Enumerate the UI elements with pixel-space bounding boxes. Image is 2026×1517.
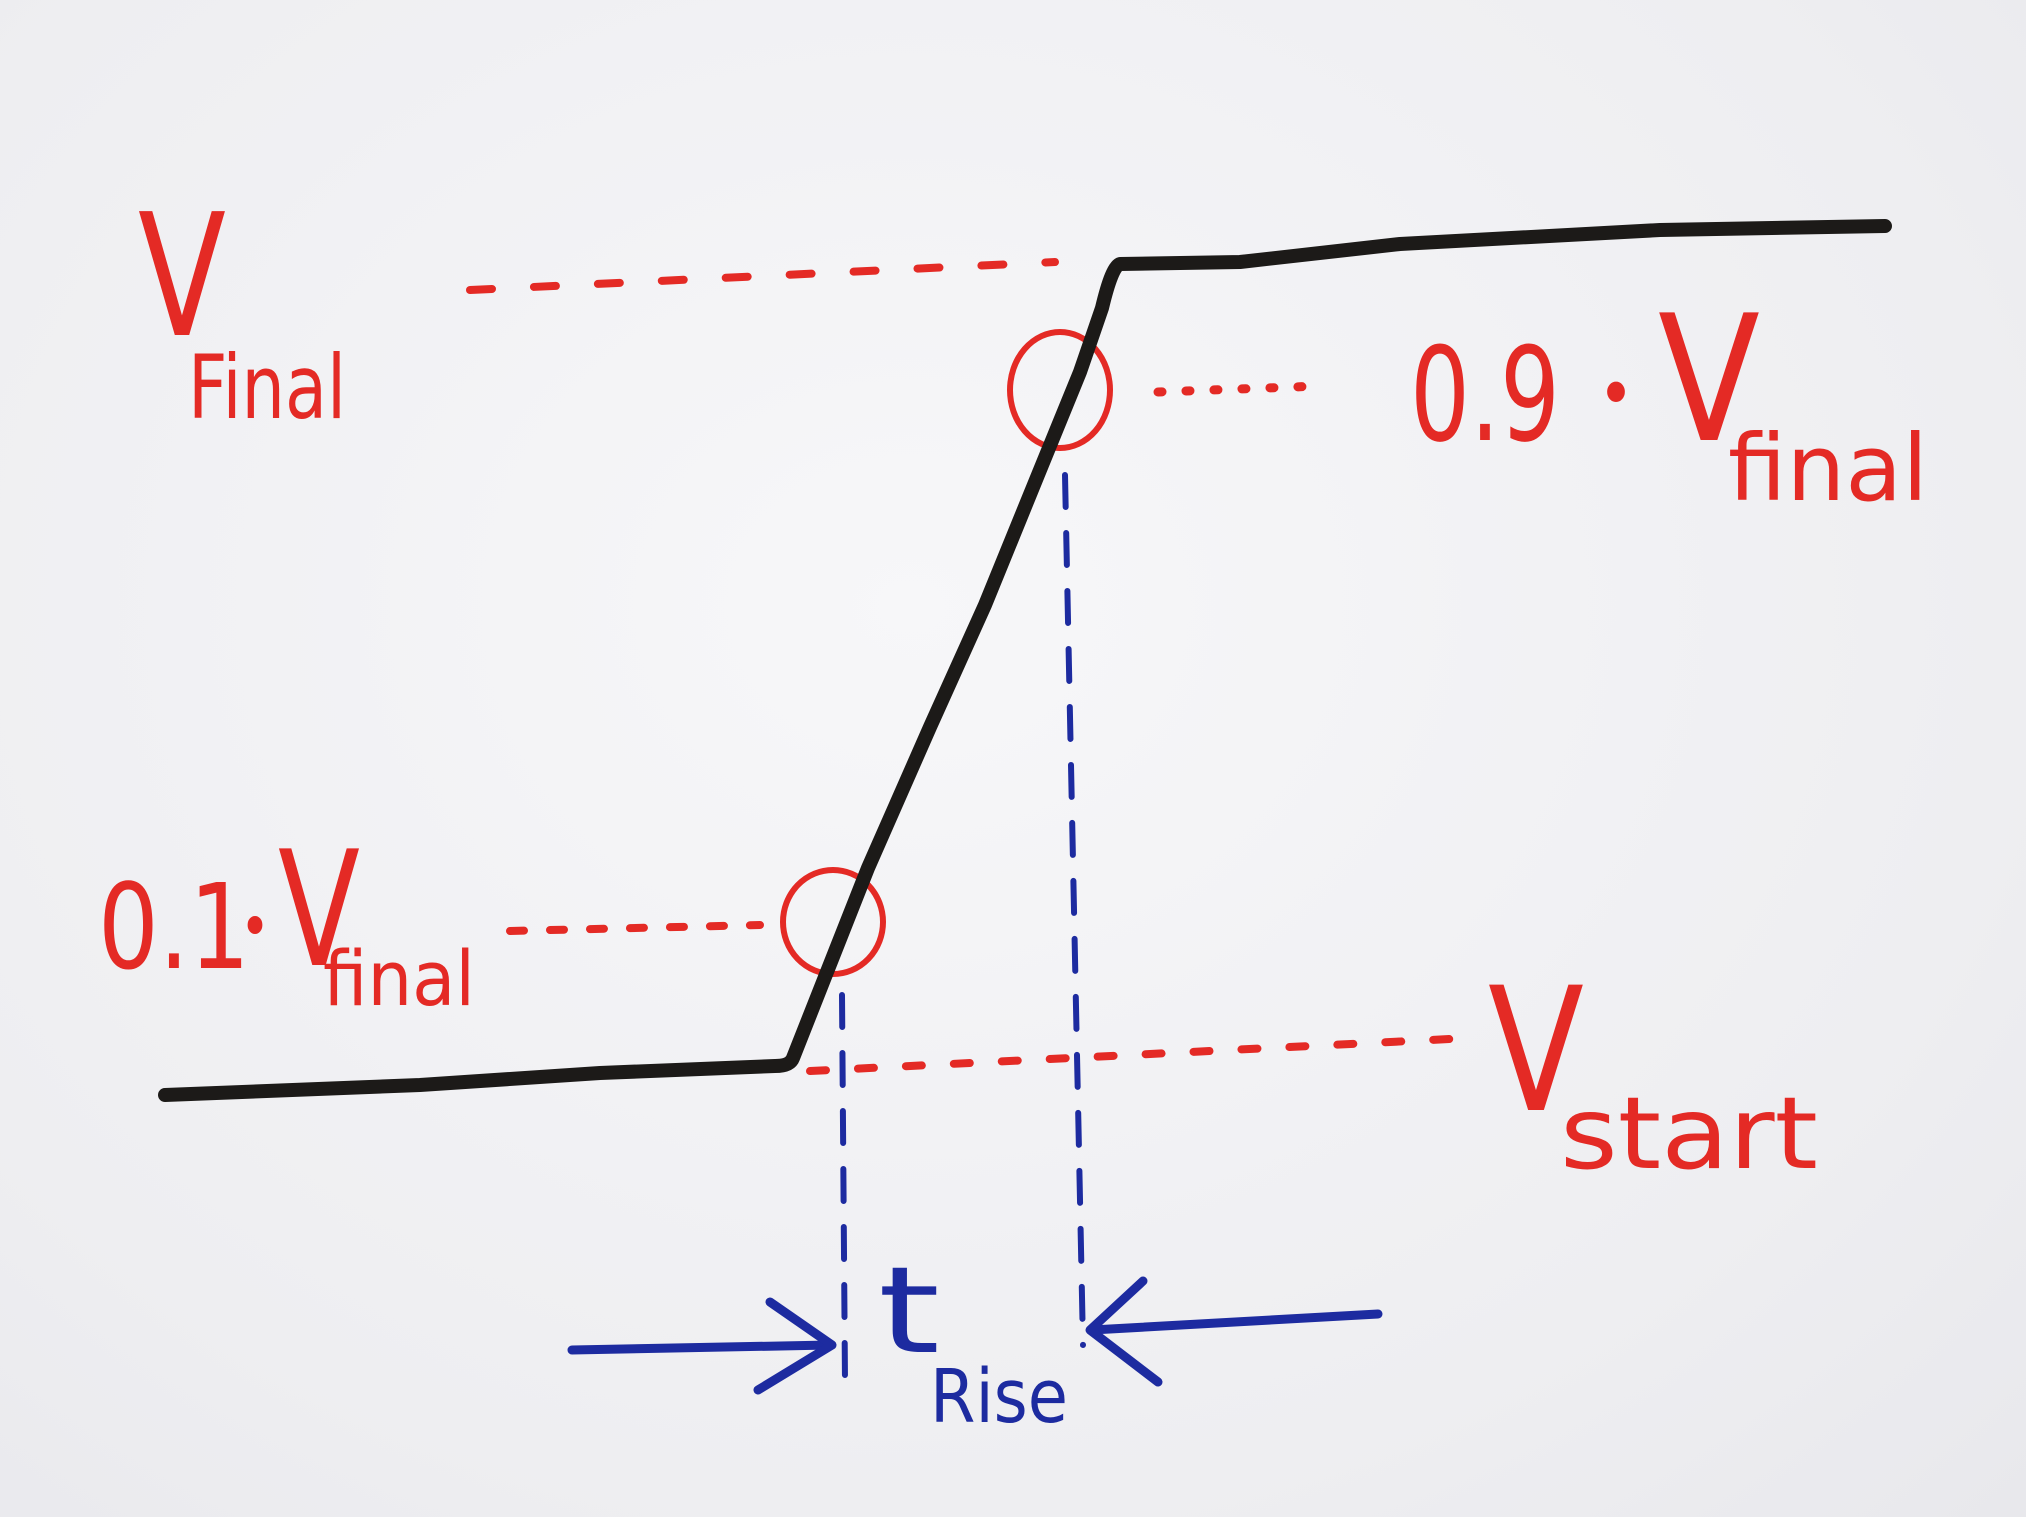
v-start-label: V start [1488,950,1818,1192]
t-start-dashed-line [839,992,848,1385]
v-10-main-text: V [278,816,360,1003]
v-90-sub-text: final [1728,415,1928,522]
t-rise-sub-text: Rise [930,1354,1068,1440]
t-rise-main-text: t [878,1242,940,1381]
v-start-sub-text: start [1560,1075,1818,1192]
v-10-label: 0.1 • V final [98,816,475,1023]
v-90-label: 0.9 • V final [1410,279,1928,522]
v-90-dot-text: • [1598,353,1634,435]
v-90-main-text: V [1658,279,1760,482]
v-final-sub-text: Final [188,336,346,439]
v-10-dot-text: • [240,890,270,963]
v-final-label: V Final [138,178,346,439]
v-90-reference-line [1153,381,1325,397]
v-10-reference-line [506,921,764,935]
v-10-prefix-text: 0.1 [98,858,250,996]
right-arrow [1085,1276,1383,1387]
crossing-90-circle [1007,329,1113,451]
v-start-reference-line [806,1035,1454,1075]
left-arrow [567,1297,837,1395]
v-90-prefix-text: 0.9 [1410,319,1560,471]
v-start-main-text: V [1488,950,1584,1151]
v-final-reference-line [466,258,1059,294]
t-rise-label: t Rise [878,1242,1068,1440]
t-end-dashed-line [1062,472,1086,1348]
v-final-main-text: V [138,178,226,376]
signal-waveform [158,219,1892,1102]
v-10-sub-text: final [323,934,475,1023]
